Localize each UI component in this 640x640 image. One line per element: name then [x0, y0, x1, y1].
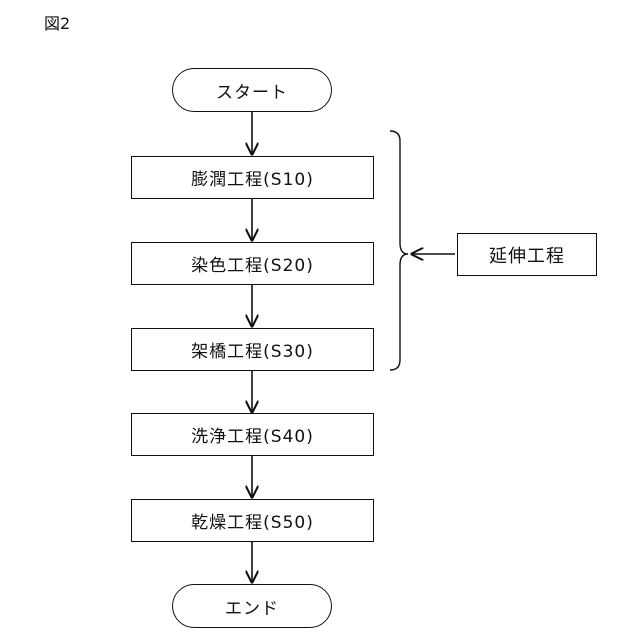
figure-label: 図2: [44, 10, 70, 34]
stretch-brace: [390, 131, 408, 370]
end-terminal: エンド: [172, 584, 332, 628]
stretching-annotation-box: 延伸工程: [457, 233, 597, 276]
process-step-dyeing: 染色工程(S20): [131, 242, 374, 285]
start-terminal: スタート: [172, 68, 332, 112]
process-step-drying: 乾燥工程(S50): [131, 499, 374, 542]
process-step-washing: 洗浄工程(S40): [131, 413, 374, 456]
process-step-crosslinking: 架橋工程(S30): [131, 328, 374, 371]
process-step-swelling: 膨潤工程(S10): [131, 156, 374, 199]
